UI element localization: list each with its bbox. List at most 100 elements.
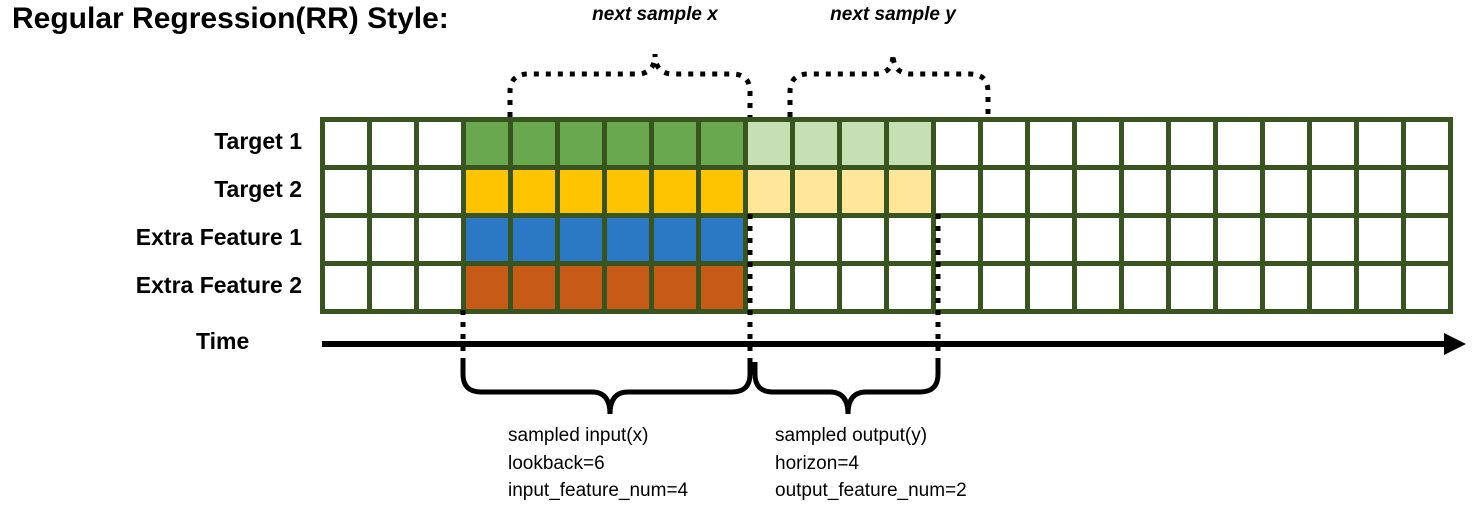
input-brace	[460, 362, 753, 415]
grid-cell	[1312, 266, 1354, 309]
top-brace-1	[507, 53, 753, 117]
grid-cell	[795, 218, 837, 261]
row-label-3: Extra Feature 1	[136, 213, 302, 261]
grid-cell	[1077, 218, 1119, 261]
grid-cell	[1171, 170, 1213, 213]
grid-cell	[983, 170, 1025, 213]
grid-cell	[936, 122, 978, 165]
row-label-text: Extra Feature 1	[135, 223, 302, 250]
grid-cell	[889, 266, 931, 309]
grid-cell	[607, 266, 649, 309]
footnote-line: lookback=6	[508, 452, 605, 474]
grid-cell	[1077, 170, 1119, 213]
grid-cell	[1218, 122, 1260, 165]
grid-cell	[372, 170, 414, 213]
grid-cell	[748, 122, 790, 165]
grid-cell	[372, 266, 414, 309]
grid-cell	[325, 170, 367, 213]
grid-cell	[889, 218, 931, 261]
grid-cell	[1030, 170, 1072, 213]
grid-cell	[936, 218, 978, 261]
grid-cell	[1077, 266, 1119, 309]
grid-cell	[325, 218, 367, 261]
grid-cell	[1406, 122, 1448, 165]
grid-cell	[795, 170, 837, 213]
top-brace-2	[787, 53, 991, 117]
grid-cell	[1265, 218, 1307, 261]
grid-cell	[513, 218, 555, 261]
output-brace	[752, 362, 941, 415]
grid-cell	[1312, 218, 1354, 261]
grid-cell	[701, 266, 743, 309]
grid-cell	[748, 170, 790, 213]
row-label-2: Target 2	[214, 165, 302, 213]
grid-cell	[654, 170, 696, 213]
grid-cell	[466, 122, 508, 165]
grid-cell	[842, 170, 884, 213]
grid-cell	[1077, 122, 1119, 165]
grid-cell	[325, 122, 367, 165]
grid-cell	[1124, 170, 1166, 213]
grid-cell	[1406, 218, 1448, 261]
grid-cell	[607, 170, 649, 213]
grid-cell	[1406, 266, 1448, 309]
row-label-text: Target 1	[214, 127, 302, 154]
grid-cell	[701, 122, 743, 165]
grid-cell	[513, 266, 555, 309]
grid-cell	[795, 122, 837, 165]
footnote-line: output_feature_num=2	[775, 480, 967, 502]
grid-cell	[1124, 266, 1166, 309]
grid-cell	[654, 218, 696, 261]
page-title: Regular Regression(RR) Style:	[12, 2, 449, 35]
grid-cell	[419, 122, 461, 165]
grid-cell	[748, 218, 790, 261]
grid-cell	[1218, 266, 1260, 309]
grid-cell	[1030, 266, 1072, 309]
grid-cell	[1218, 170, 1260, 213]
grid-cell	[1030, 218, 1072, 261]
grid-cell	[560, 122, 602, 165]
time-axis-label: Time	[196, 328, 250, 354]
grid-cell	[466, 218, 508, 261]
grid-cell	[466, 170, 508, 213]
grid-cell	[1312, 170, 1354, 213]
grid-cell	[419, 170, 461, 213]
timeline-grid	[320, 117, 1453, 314]
footnote-line: horizon=4	[775, 452, 859, 474]
grid-cell	[748, 266, 790, 309]
grid-cell	[372, 122, 414, 165]
grid-cell	[842, 266, 884, 309]
grid-cell	[560, 170, 602, 213]
top-brace-label-2: next sample y	[830, 4, 956, 25]
grid-cell	[1218, 218, 1260, 261]
grid-cell	[983, 218, 1025, 261]
grid-cell	[654, 122, 696, 165]
grid-cell	[607, 218, 649, 261]
grid-cell	[1124, 218, 1166, 261]
grid-cell	[372, 218, 414, 261]
grid-cell	[1359, 218, 1401, 261]
grid-cell	[513, 122, 555, 165]
grid-cell	[419, 218, 461, 261]
grid-cell	[936, 170, 978, 213]
grid-cell	[1171, 266, 1213, 309]
grid-cell	[842, 122, 884, 165]
grid-cell	[936, 266, 978, 309]
grid-cell	[1265, 266, 1307, 309]
grid-cell	[1359, 170, 1401, 213]
grid-cell	[1265, 122, 1307, 165]
grid-cell	[466, 266, 508, 309]
grid-cell	[1124, 122, 1166, 165]
grid-cell	[654, 266, 696, 309]
top-brace-label-1: next sample x	[592, 4, 718, 25]
grid-cell	[1406, 170, 1448, 213]
grid-cell	[513, 170, 555, 213]
grid-cell	[560, 218, 602, 261]
footnote-line: input_feature_num=4	[508, 480, 689, 502]
timeline-grid-svg	[320, 117, 1453, 314]
grid-cell	[889, 122, 931, 165]
